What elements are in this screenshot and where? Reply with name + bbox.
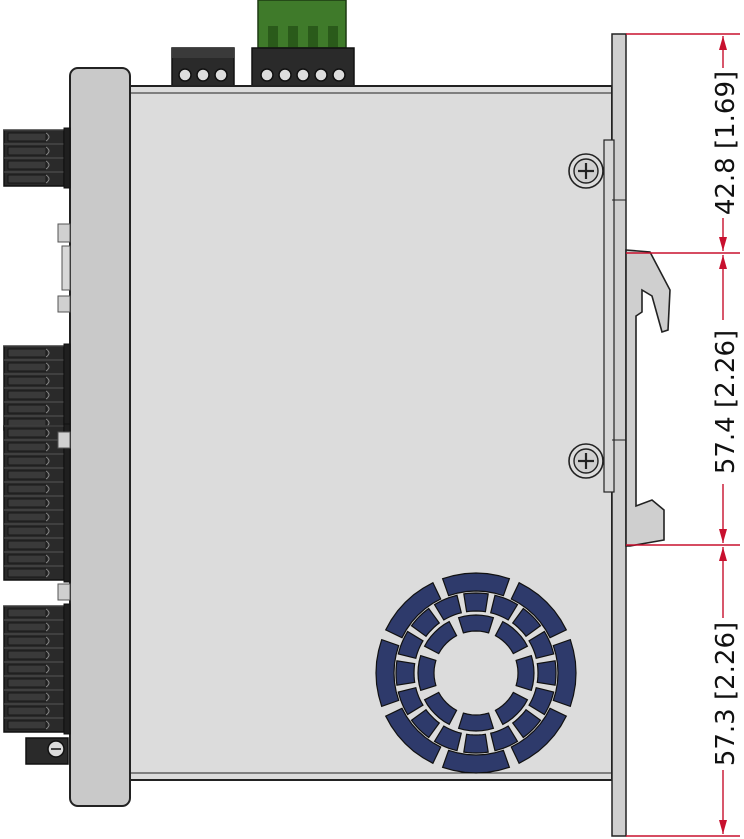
- left-connector-top: [3, 127, 71, 189]
- lower-mounting-screw: [568, 443, 604, 479]
- din-rail-clip: [625, 249, 671, 547]
- left-connector-bottom: [3, 603, 71, 735]
- upper-mounting-screw: [568, 153, 604, 189]
- front-panel: [69, 67, 131, 807]
- left-connector-lower: [3, 423, 71, 583]
- top-terminal-large: [251, 47, 355, 87]
- ground-screw-terminal: [25, 737, 69, 765]
- dimension-label-bottom: 57.3 [2.26]: [711, 622, 741, 766]
- left-connector-mid: [3, 343, 71, 433]
- top-terminal-green-plug: [257, 0, 347, 49]
- dimension-label-top: 42.8 [1.69]: [711, 71, 741, 215]
- cooling-vent-grille: [375, 572, 577, 774]
- top-terminal-small: [171, 47, 235, 87]
- dimension-label-middle: 57.4 [2.26]: [711, 330, 741, 474]
